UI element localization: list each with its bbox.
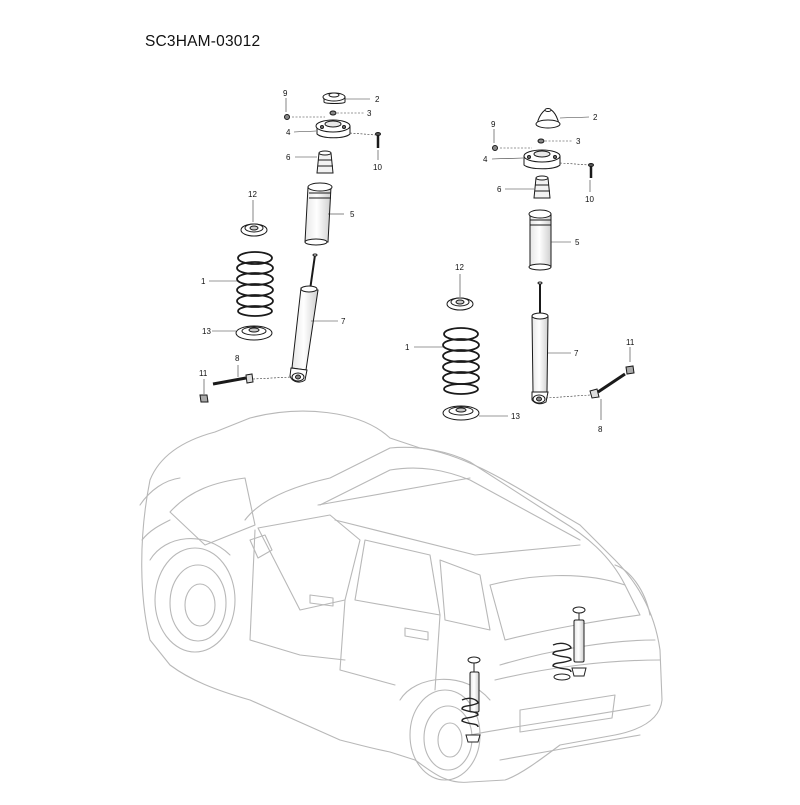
installed-right-strut xyxy=(552,606,587,681)
vehicle-outline xyxy=(139,410,663,783)
right-lower-spring-seat xyxy=(442,405,480,421)
left-callout-8: 8 xyxy=(235,354,240,363)
right-callouts: 2 3 9 4 10 6 5 12 1 13 7 8 11 xyxy=(405,113,635,434)
left-callout-9: 9 xyxy=(283,89,288,98)
left-callout-2: 2 xyxy=(375,95,380,104)
right-callout-8: 8 xyxy=(598,425,603,434)
left-callout-13: 13 xyxy=(202,327,211,336)
left-callout-10: 10 xyxy=(373,163,382,172)
left-callout-12: 12 xyxy=(248,190,257,199)
right-callout-11: 11 xyxy=(626,338,635,347)
left-leader-lines xyxy=(203,98,379,394)
right-washer xyxy=(492,145,498,151)
right-top-mount-cap xyxy=(535,108,561,129)
right-callout-12: 12 xyxy=(455,263,464,272)
right-mount-bolt xyxy=(588,163,594,178)
drawing-code: SC3HAM-03012 xyxy=(145,33,261,50)
installed-left-strut xyxy=(461,656,481,743)
right-callout-6: 6 xyxy=(497,185,502,194)
left-exploded-assembly xyxy=(199,92,381,403)
right-bump-stop xyxy=(533,175,551,199)
left-top-mount-cap xyxy=(322,92,346,104)
left-callouts: 2 3 9 4 10 6 5 12 1 13 7 8 11 xyxy=(199,89,382,378)
right-lower-nut xyxy=(625,365,635,375)
right-upper-mount xyxy=(523,149,561,170)
left-lower-nut xyxy=(199,394,209,403)
right-callout-7: 7 xyxy=(574,349,579,358)
left-callout-11: 11 xyxy=(199,369,208,378)
left-upper-spring-seat xyxy=(240,223,268,237)
left-lower-spring-seat xyxy=(235,325,273,341)
left-shock-absorber xyxy=(289,253,319,383)
right-callout-10: 10 xyxy=(585,195,594,204)
right-callout-5: 5 xyxy=(575,238,580,247)
left-callout-1: 1 xyxy=(201,277,206,286)
right-upper-spring-seat xyxy=(446,297,474,311)
left-callout-7: 7 xyxy=(341,317,346,326)
left-bump-stop xyxy=(316,150,334,174)
left-coil-spring xyxy=(236,251,274,317)
left-lower-bolt xyxy=(212,373,254,386)
left-dust-boot xyxy=(304,182,333,246)
right-dust-boot xyxy=(528,209,552,271)
right-callout-4: 4 xyxy=(483,155,488,164)
right-callout-3: 3 xyxy=(576,137,581,146)
left-mount-bolt xyxy=(375,132,381,148)
right-exploded-assembly xyxy=(414,108,635,421)
right-callout-2: 2 xyxy=(593,113,598,122)
left-callout-3: 3 xyxy=(367,109,372,118)
right-callout-9: 9 xyxy=(491,120,496,129)
right-leader-lines xyxy=(414,116,631,420)
right-nut xyxy=(537,138,545,144)
right-callout-1: 1 xyxy=(405,343,410,352)
right-coil-spring xyxy=(442,327,480,395)
right-lower-bolt xyxy=(589,372,626,399)
left-washer xyxy=(284,114,290,120)
left-nut xyxy=(329,110,337,116)
left-callout-4: 4 xyxy=(286,128,291,137)
left-callout-6: 6 xyxy=(286,153,291,162)
left-callout-5: 5 xyxy=(350,210,355,219)
left-upper-mount xyxy=(315,119,351,139)
right-callout-13: 13 xyxy=(511,412,520,421)
right-shock-absorber xyxy=(531,281,549,405)
